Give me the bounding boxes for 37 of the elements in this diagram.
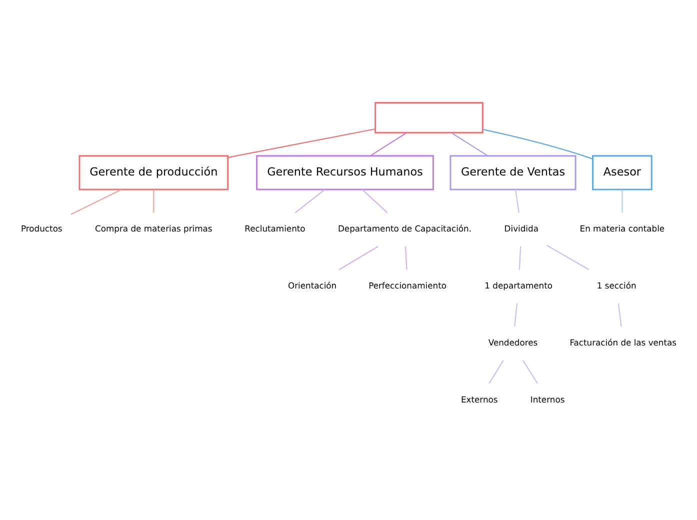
connector [70, 189, 122, 215]
connector [514, 190, 520, 213]
node-text: Externos [461, 394, 498, 405]
connector [451, 132, 488, 156]
connector [488, 360, 504, 384]
node-text: Dividida [504, 224, 538, 234]
node-text: Perfeccionamiento [368, 280, 446, 291]
node-box: Gerente de Ventas [450, 155, 576, 190]
node-text: Departamento de Capacitación. [338, 224, 472, 234]
connector [518, 246, 522, 270]
node-box: Gerente de producción [78, 155, 229, 190]
connector [546, 244, 590, 270]
connector [153, 190, 154, 213]
node-text: En materia contable [580, 224, 665, 234]
node-text: Productos [21, 224, 62, 234]
connector [370, 132, 407, 156]
node-text: Facturación de las ventas [570, 338, 677, 348]
node-box: Asesor [592, 155, 652, 190]
node-box: Gerente Recursos Humanos [256, 155, 434, 190]
connector [622, 190, 623, 213]
node-text: Reclutamiento [244, 224, 306, 234]
connector [338, 246, 378, 270]
node-text: 1 sección [596, 280, 636, 291]
connector [228, 128, 376, 158]
connector [522, 360, 538, 384]
connector [294, 189, 326, 214]
connector [404, 246, 408, 270]
connector [514, 303, 518, 327]
node-text: Internos [530, 394, 565, 405]
connector [618, 303, 622, 327]
node-text: Compra de materias primas [95, 224, 212, 234]
connector [482, 128, 593, 160]
node-text: 1 departamento [484, 280, 552, 291]
node-box [374, 102, 484, 134]
node-text: Orientación [288, 280, 337, 291]
connector [362, 189, 388, 214]
node-text: Vendedores [488, 338, 538, 348]
